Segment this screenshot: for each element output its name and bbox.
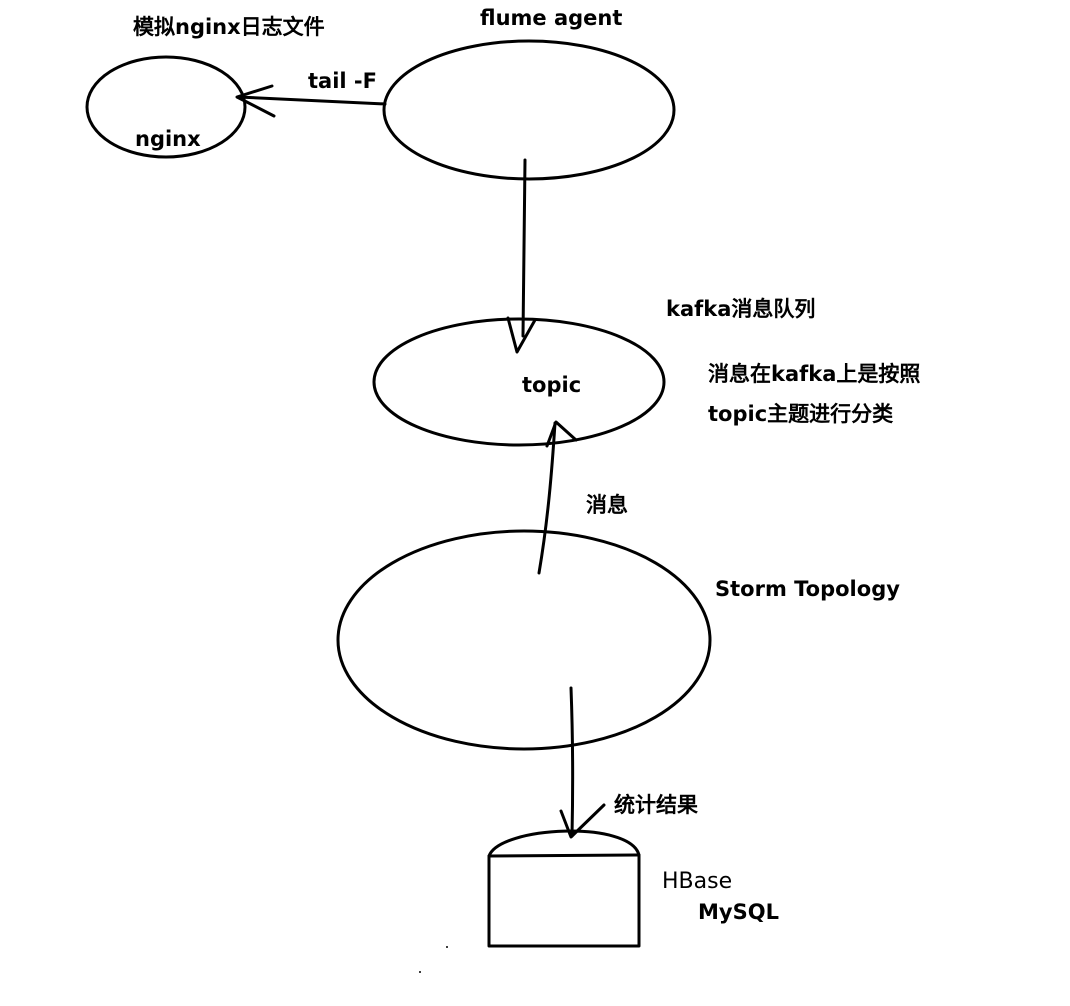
- kafka-topic-label: topic: [522, 373, 581, 397]
- storage-cylinder-rim: [487, 853, 641, 858]
- message-edge: 消息: [537, 420, 628, 575]
- result-arrow-head: [559, 803, 606, 839]
- speck-dot: [419, 971, 421, 973]
- storm-topology-caption: Storm Topology: [715, 577, 900, 601]
- flume-to-kafka-head: [506, 316, 537, 354]
- storage-node: HBase MySQL: [487, 829, 779, 948]
- tail-edge: tail -F: [235, 69, 387, 118]
- tail-arrow-head: [235, 84, 276, 118]
- kafka-caption: kafka消息队列: [666, 297, 815, 321]
- message-arrow-head: [545, 420, 578, 448]
- storm-topology-ellipse: [336, 529, 712, 751]
- result-label: 统计结果: [614, 793, 698, 817]
- storage-label-hbase: HBase: [662, 869, 732, 894]
- kafka-node: kafka消息队列 topic 消息在kafka上是按照 topic主题进行分类: [372, 297, 920, 447]
- nginx-ellipse: [85, 55, 247, 159]
- flume-to-kafka-edge: [506, 158, 537, 354]
- flume-agent-caption: flume agent: [480, 6, 622, 30]
- message-label: 消息: [586, 493, 628, 517]
- kafka-topic-ellipse: [372, 317, 666, 447]
- storage-cylinder-icon: [487, 829, 641, 948]
- result-edge: 统计结果: [559, 686, 698, 839]
- flume-to-kafka-line: [521, 158, 527, 338]
- nginx-label: nginx: [135, 127, 201, 151]
- storm-topology-node: Storm Topology: [336, 529, 900, 751]
- nginx-node: 模拟nginx日志文件 nginx: [85, 15, 325, 159]
- kafka-note-line2: topic主题进行分类: [708, 402, 894, 426]
- speck-dot: [446, 946, 448, 948]
- message-arrow-line: [537, 421, 557, 575]
- storage-label-mysql: MySQL: [698, 900, 779, 924]
- nginx-caption: 模拟nginx日志文件: [133, 15, 325, 39]
- flume-agent-node: flume agent: [382, 6, 676, 181]
- flume-agent-ellipse: [382, 39, 676, 181]
- tail-label: tail -F: [308, 69, 377, 93]
- result-arrow-line: [569, 686, 575, 838]
- tail-arrow-line: [236, 95, 387, 106]
- kafka-note-line1: 消息在kafka上是按照: [708, 362, 920, 386]
